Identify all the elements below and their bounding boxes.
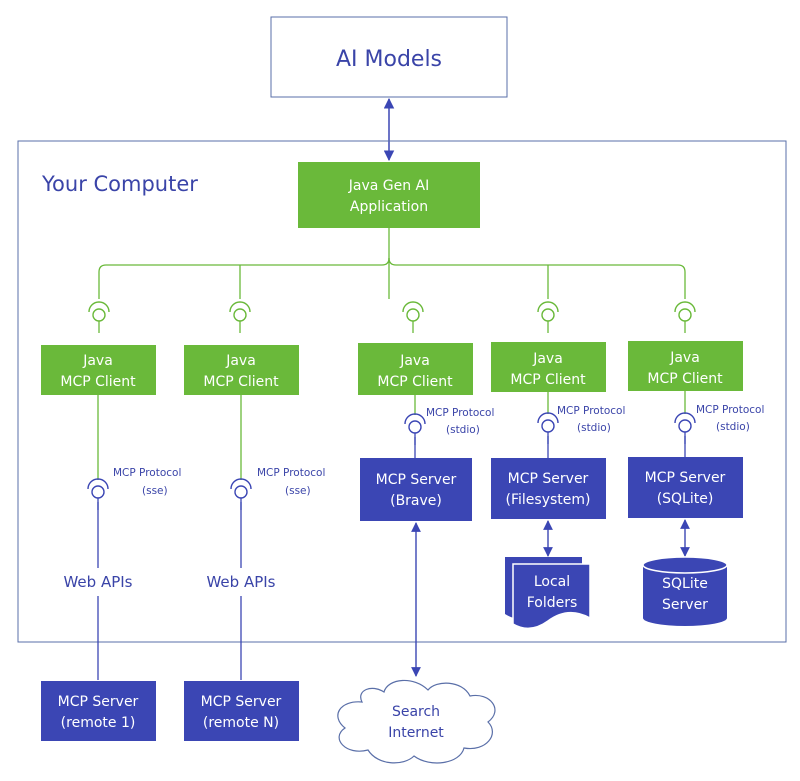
client-socket-3 (402, 301, 424, 333)
internet-cloud: Search Internet (337, 679, 496, 764)
client-connector-tree (98, 228, 686, 299)
client-1-line2: MCP Client (60, 374, 136, 390)
svg-text:(remote N): (remote N) (203, 715, 279, 731)
svg-text:(sse): (sse) (142, 485, 168, 497)
svg-text:MCP Protocol: MCP Protocol (426, 407, 494, 419)
svg-text:MCP Server: MCP Server (201, 694, 282, 710)
svg-text:MCP Server: MCP Server (58, 694, 139, 710)
mcp-server-filesystem: MCP Server (Filesystem) (491, 458, 606, 519)
protocol-label-3: MCP Protocol (stdio) (426, 407, 494, 436)
client-5-line1: Java (669, 350, 700, 366)
svg-text:MCP Server: MCP Server (645, 470, 726, 486)
svg-text:(stdio): (stdio) (716, 421, 750, 433)
svg-text:MCP Server: MCP Server (508, 471, 589, 487)
client-2-line1: Java (225, 353, 256, 369)
svg-text:MCP Protocol: MCP Protocol (696, 404, 764, 416)
client-1: Java MCP Client (41, 345, 156, 395)
client-3-line2: MCP Client (377, 374, 453, 390)
client-socket-1 (88, 301, 110, 333)
client-4-line2: MCP Client (510, 372, 586, 388)
svg-text:MCP Protocol: MCP Protocol (557, 405, 625, 417)
svg-text:(stdio): (stdio) (577, 422, 611, 434)
svg-text:(Brave): (Brave) (390, 493, 442, 509)
mcp-server-remote-n: MCP Server (remote N) (184, 681, 299, 741)
svg-text:SQLite: SQLite (662, 576, 708, 592)
client-socket-4 (537, 301, 559, 333)
client-1-line1: Java (82, 353, 113, 369)
green-interface-sockets (88, 301, 696, 333)
svg-text:MCP Server: MCP Server (376, 472, 457, 488)
your-computer-label: Your Computer (41, 172, 198, 196)
client-down-lines (97, 391, 686, 480)
svg-text:Folders: Folders (527, 595, 578, 611)
sqlite-database: SQLite Server (642, 556, 728, 626)
svg-text:(stdio): (stdio) (446, 424, 480, 436)
svg-text:Local: Local (534, 574, 570, 590)
protocol-socket-1 (87, 478, 109, 510)
protocol-label-5: MCP Protocol (stdio) (696, 404, 764, 433)
svg-text:MCP Protocol: MCP Protocol (257, 467, 325, 479)
svg-text:(SQLite): (SQLite) (657, 491, 714, 507)
client-3: Java MCP Client (358, 343, 473, 395)
svg-text:Search: Search (392, 704, 440, 720)
svg-text:MCP Protocol: MCP Protocol (113, 467, 181, 479)
svg-text:(Filesystem): (Filesystem) (506, 492, 591, 508)
remote-lines (97, 436, 686, 680)
protocol-label-4: MCP Protocol (stdio) (557, 405, 625, 434)
web-apis-label-2: Web APIs (206, 573, 275, 591)
client-socket-5 (674, 301, 696, 333)
client-3-line1: Java (399, 353, 430, 369)
mcp-server-remote-1: MCP Server (remote 1) (41, 681, 156, 741)
protocol-label-2: MCP Protocol (sse) (257, 467, 325, 497)
svg-text:(sse): (sse) (285, 485, 311, 497)
client-2-line2: MCP Client (203, 374, 279, 390)
svg-text:Internet: Internet (388, 725, 444, 741)
client-5-line2: MCP Client (647, 371, 723, 387)
java-gen-ai-application: Java Gen AI Application (298, 162, 480, 228)
web-apis-label-1: Web APIs (63, 573, 132, 591)
mcp-server-brave: MCP Server (Brave) (360, 458, 472, 521)
your-computer-container: Your Computer (17, 140, 787, 643)
app-label-line2: Application (350, 199, 428, 215)
mcp-server-sqlite: MCP Server (SQLite) (628, 457, 743, 518)
client-4: Java MCP Client (491, 342, 606, 392)
client-2: Java MCP Client (184, 345, 299, 395)
client-4-line1: Java (532, 351, 563, 367)
svg-text:Server: Server (662, 597, 708, 613)
ai-models-box: AI Models (270, 16, 508, 98)
local-folders: Local Folders (505, 557, 591, 630)
ai-models-label: AI Models (336, 47, 442, 72)
app-label-line1: Java Gen AI (348, 178, 430, 194)
svg-text:(remote 1): (remote 1) (61, 715, 136, 731)
protocol-label-1: MCP Protocol (sse) (113, 467, 181, 497)
client-socket-2 (229, 301, 251, 333)
client-5: Java MCP Client (628, 341, 743, 391)
